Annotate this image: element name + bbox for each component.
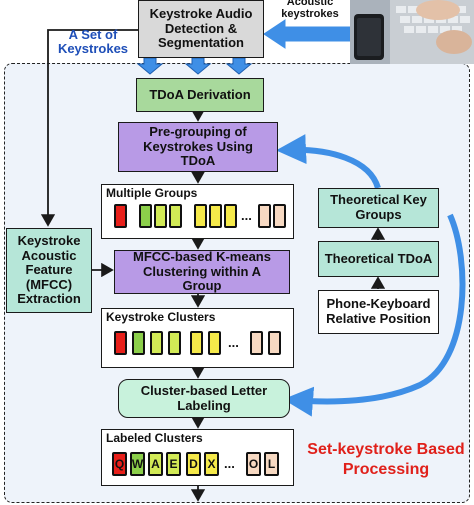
group-cell [273,204,286,228]
group-cells: ... [108,204,287,228]
cluster-cell [268,331,281,355]
ellipsis: ... [241,208,252,223]
multiple-groups-panel: Multiple Groups ... [101,184,294,239]
cluster-cell [168,331,181,355]
cluster-cell [150,331,163,355]
cluster-cell [190,331,203,355]
set-of-keystrokes-label: A Set of Keystrokes [57,27,129,57]
cluster-cell [250,331,263,355]
group-cell [258,204,271,228]
labeled-cell-x: X [204,452,219,476]
group-cell [139,204,152,228]
labeled-cell-l: L [264,452,279,476]
labeled-cell-o: O [246,452,261,476]
theoretical-groups-label: Theoretical Key Groups [330,192,427,222]
set-of-keystrokes-arrow [40,29,138,227]
audio-detection-label: Keystroke Audio Detection & Segmentation [149,6,253,51]
letter-labeling-label: Cluster-based Letter Labeling [140,382,268,413]
labeled-clusters-title: Labeled Clusters [106,431,203,445]
group-cell [194,204,207,228]
cluster-cell [208,331,221,355]
multiple-groups-title: Multiple Groups [106,186,198,200]
cluster-cells: ... [108,331,287,355]
groups-to-pregrouping-curve [276,134,381,190]
group-cell [224,204,237,228]
labeled-cell-q: Q [112,452,127,476]
labeled-cell-a: A [148,452,163,476]
keystroke-clusters-title: Keystroke Clusters [106,310,216,324]
keyboard-photo [350,0,474,64]
group-cell [154,204,167,228]
theoretical-groups-box: Theoretical Key Groups [318,188,439,228]
phone-keyboard-label: Phone-Keyboard Relative Position [326,296,431,326]
cluster-cell [132,331,145,355]
ellipsis: ... [224,456,235,471]
group-cell [169,204,182,228]
tdoa-derivation-label: TDoA Derivation [149,86,251,102]
letter-labeling-box: Cluster-based Letter Labeling [118,379,290,418]
labeled-cell-w: W [130,452,145,476]
labeled-cells: Q W A E D X ... O L [108,452,287,476]
tdoa-derivation-box: TDoA Derivation [136,78,264,112]
ellipsis: ... [228,335,239,350]
cluster-cell [114,331,127,355]
audio-to-tdoa-arrows [136,57,253,75]
pre-grouping-box: Pre-grouping of Keystrokes Using TDoA [118,122,278,172]
keystroke-clusters-panel: Keystroke Clusters ... [101,308,294,368]
group-cell [209,204,222,228]
pre-grouping-label: Pre-grouping of Keystrokes Using TDoA [143,124,253,169]
kmeans-box: MFCC-based K-means Clustering within A G… [114,249,290,294]
acoustic-keystrokes-label: Acoustic keystrokes [281,0,339,21]
mfcc-extraction-label: Keystroke Acoustic Feature (MFCC) Extrac… [17,233,81,307]
mfcc-extraction-box: Keystroke Acoustic Feature (MFCC) Extrac… [6,228,92,313]
position-to-labeling-curve [283,213,466,417]
set-keystroke-processing-label: Set-keystroke Based Processing [307,441,465,478]
acoustic-input-arrow [263,19,351,49]
kmeans-label: MFCC-based K-means Clustering within A G… [133,249,271,294]
labeled-clusters-panel: Labeled Clusters Q W A E D X ... O L [101,429,294,486]
labeled-cell-d: D [186,452,201,476]
audio-detection-box: Keystroke Audio Detection & Segmentation [138,0,264,58]
phone-keyboard-box: Phone-Keyboard Relative Position [318,290,439,334]
theoretical-tdoa-label: Theoretical TDoA [324,250,433,266]
theoretical-tdoa-box: Theoretical TDoA [318,241,439,277]
group-cell [114,204,127,228]
labeled-cell-e: E [166,452,181,476]
